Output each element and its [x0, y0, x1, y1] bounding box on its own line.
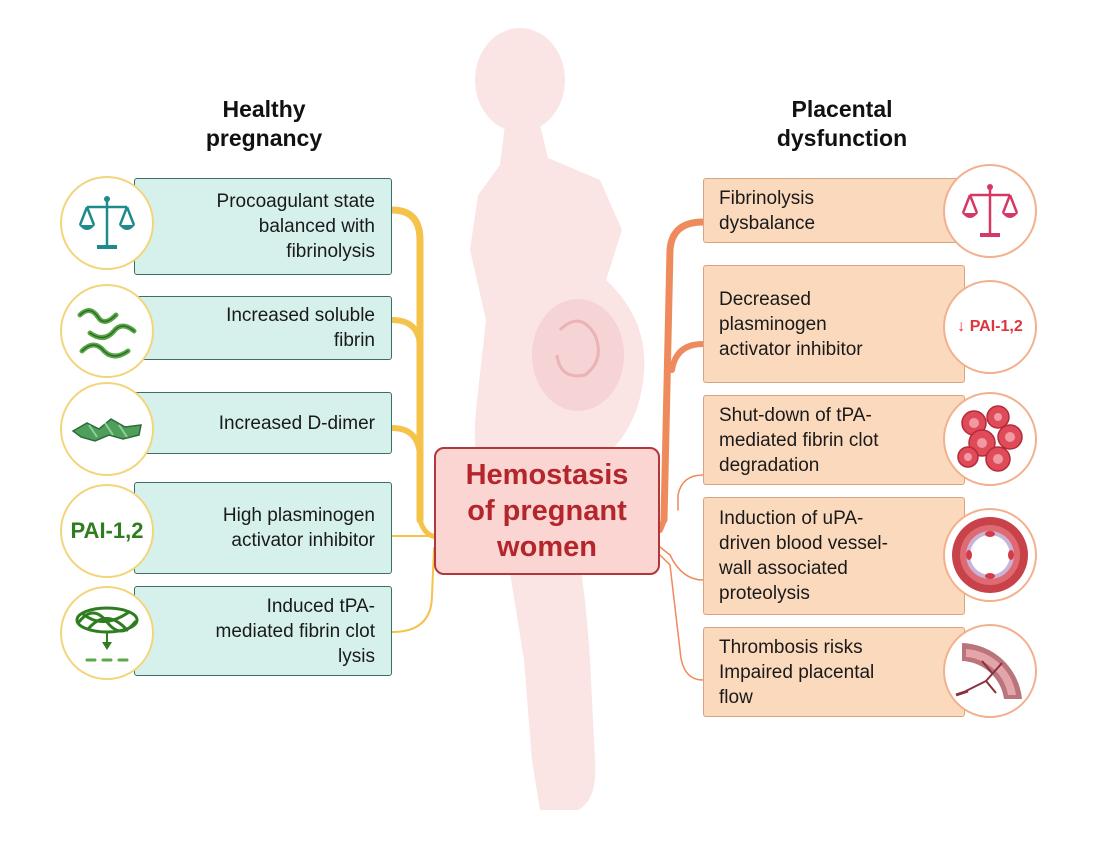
connector-left-5 — [391, 547, 435, 633]
connector-left-2 — [389, 317, 423, 348]
center-text-line: Hemostasis — [465, 459, 629, 491]
right-item-text-line: flow — [719, 686, 753, 708]
connector-right-2 — [669, 341, 706, 373]
right-item-text-line: mediated fibrin clot — [719, 429, 879, 451]
left-column-title: Healthy pregnancy — [174, 95, 354, 153]
left-item-text-line: Procoagulant state — [216, 191, 375, 212]
pai-decrease-label: ↓ PAI-1,2 — [957, 318, 1023, 335]
left-item-text-line: fibrinolysis — [286, 241, 375, 262]
left-item-text-line: Increased soluble — [226, 305, 375, 326]
right-item-text-line: Impaired placental — [719, 661, 875, 683]
right-item-4: Induction of uPA- driven blood vessel- w… — [703, 497, 965, 615]
left-item-text-line: lysis — [338, 645, 375, 667]
fibrin-clot-lysis-icon — [60, 586, 154, 680]
left-item-4: High plasminogen activator inhibitor — [134, 482, 392, 574]
right-item-2: Decreased plasminogen activator inhibito… — [703, 265, 965, 383]
pai-label: PAI-1,2 — [70, 518, 144, 543]
center-text-line: women — [497, 531, 597, 563]
connector-right-1 — [660, 218, 707, 524]
left-item-1: Procoagulant state balanced with fibrino… — [134, 178, 392, 275]
left-item-2: Increased soluble fibrin — [134, 296, 392, 360]
connector-left-3 — [389, 425, 423, 458]
right-item-text-line: Thrombosis risks — [719, 636, 863, 658]
connector-right-4 — [659, 546, 704, 581]
right-item-text-line: Induction of uPA- — [719, 508, 864, 529]
right-item-text-line: degradation — [719, 454, 820, 476]
right-item-text-line: dysbalance — [719, 212, 816, 234]
pai-down-icon: ↓ PAI-1,2 — [943, 280, 1037, 374]
left-title-line: Healthy — [222, 96, 306, 122]
right-item-text-line: Fibrinolysis — [719, 187, 815, 209]
right-item-text-line: Decreased — [719, 288, 811, 310]
right-item-1: Fibrinolysis dysbalance — [703, 178, 965, 243]
red-blood-cells-icon — [943, 392, 1037, 486]
center-hemostasis-box: Hemostasis of pregnant women — [434, 447, 660, 575]
placenta-icon — [943, 624, 1037, 718]
connector-right-5 — [659, 554, 704, 681]
balance-scale-icon — [60, 176, 154, 270]
left-item-text-line: Increased D-dimer — [218, 412, 375, 434]
soluble-fibrin-icon — [60, 284, 154, 378]
left-item-text-line: fibrin — [333, 330, 375, 351]
right-title-line: dysfunction — [776, 125, 908, 151]
left-item-text-line: Induced tPA- — [266, 595, 375, 617]
right-item-text-line: wall associated — [719, 558, 848, 579]
left-item-3: Increased D-dimer — [134, 392, 392, 454]
left-item-text-line: balanced with — [258, 216, 375, 237]
connector-right-3 — [677, 474, 704, 511]
balance-scale-icon — [943, 164, 1037, 258]
right-column-title: Placental dysfunction — [752, 95, 932, 153]
connector-left-1 — [388, 206, 424, 524]
left-item-text-line: mediated fibrin clot — [215, 620, 375, 642]
right-item-3: Shut-down of tPA- mediated fibrin clot d… — [703, 395, 965, 485]
connector-right-join — [657, 517, 667, 533]
left-item-5: Induced tPA- mediated fibrin clot lysis — [134, 586, 392, 676]
center-text-line: of pregnant — [467, 495, 627, 527]
right-item-text-line: proteolysis — [719, 583, 810, 604]
left-item-text-line: High plasminogen — [222, 505, 375, 526]
left-title-line: pregnancy — [205, 125, 323, 151]
right-item-text-line: activator inhibitor — [719, 338, 863, 360]
left-item-text-line: activator inhibitor — [231, 530, 375, 551]
right-item-5: Thrombosis risks Impaired placental flow — [703, 627, 965, 717]
right-item-text-line: Shut-down of tPA- — [719, 404, 872, 426]
pai-text-icon: PAI-1,2 — [60, 484, 154, 578]
right-item-text-line: plasminogen — [719, 313, 827, 335]
right-item-text-line: driven blood vessel- — [719, 533, 888, 554]
d-dimer-icon — [60, 382, 154, 476]
right-title-line: Placental — [791, 96, 893, 122]
blood-vessel-icon — [943, 508, 1037, 602]
